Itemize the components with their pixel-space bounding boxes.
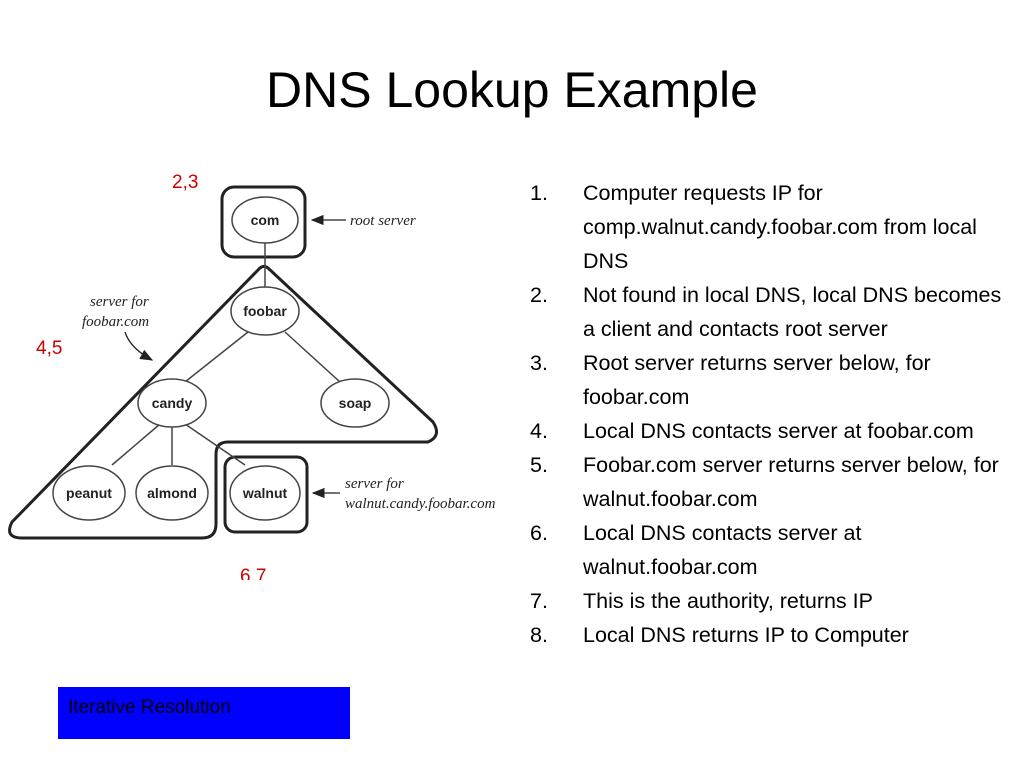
node-almond: almond bbox=[135, 465, 209, 521]
node-soap: soap bbox=[320, 378, 390, 428]
node-candy: candy bbox=[137, 378, 207, 428]
node-peanut: peanut bbox=[52, 465, 126, 521]
node-com: com bbox=[231, 196, 299, 244]
step-text: Computer requests IP for comp.walnut.can… bbox=[583, 181, 977, 273]
svg-text:peanut: peanut bbox=[66, 485, 112, 501]
step-item: 7. This is the authority, returns IP bbox=[530, 584, 1010, 618]
resolution-steps-list: 1. Computer requests IP for comp.walnut.c… bbox=[530, 176, 1010, 652]
dns-tree-diagram: com foobar candy soap peanut almond waln… bbox=[8, 172, 496, 580]
step-item: 6. Local DNS contacts server at walnut.fo… bbox=[530, 516, 1010, 584]
svg-text:soap: soap bbox=[339, 395, 372, 411]
step-item: 4. Local DNS contacts server at foobar.co… bbox=[530, 414, 1010, 448]
annotation-walnut-server: server for walnut.candy.foobar.com bbox=[311, 476, 496, 512]
step-item: 3. Root server returns server below, for … bbox=[530, 346, 1010, 414]
step-item: 1. Computer requests IP for comp.walnut.c… bbox=[530, 176, 1010, 278]
step-item: 8. Local DNS returns IP to Computer bbox=[530, 618, 1010, 652]
svg-text:almond: almond bbox=[147, 485, 197, 501]
node-walnut: walnut bbox=[229, 465, 301, 521]
iterative-resolution-badge: Iterative Resolution bbox=[58, 687, 350, 739]
step-text: Root server returns server below, for fo… bbox=[583, 351, 931, 409]
slide-title: DNS Lookup Example bbox=[266, 62, 758, 118]
marker-walnut-steps: 6,7 bbox=[240, 566, 266, 580]
annotation-root-server: root server bbox=[310, 213, 416, 229]
svg-text:com: com bbox=[251, 212, 280, 228]
step-text: Local DNS contacts server at walnut.foob… bbox=[583, 521, 862, 579]
svg-text:candy: candy bbox=[152, 395, 193, 411]
marker-root-steps: 2,3 bbox=[172, 172, 198, 193]
svg-text:server for: server for bbox=[345, 476, 404, 492]
annotation-foobar-server: server for foobar.com bbox=[82, 294, 154, 361]
svg-text:walnut: walnut bbox=[242, 485, 288, 501]
step-text: Not found in local DNS, local DNS become… bbox=[583, 283, 1002, 341]
svg-text:foobar: foobar bbox=[243, 303, 287, 319]
foobar-zone-outline bbox=[8, 264, 439, 540]
step-text: Local DNS contacts server at foobar.com bbox=[583, 419, 974, 443]
step-text: Local DNS returns IP to Computer bbox=[583, 623, 909, 647]
svg-text:foobar.com: foobar.com bbox=[82, 314, 149, 330]
step-number: 3. bbox=[530, 351, 548, 375]
step-number: 2. bbox=[530, 283, 548, 307]
step-number: 5. bbox=[530, 453, 548, 477]
step-text: Foobar.com server returns server below, … bbox=[583, 453, 999, 511]
marker-foobar-steps: 4,5 bbox=[36, 338, 62, 359]
svg-text:walnut.candy.foobar.com: walnut.candy.foobar.com bbox=[345, 496, 496, 512]
walnut-zone-box bbox=[223, 455, 309, 534]
step-number: 6. bbox=[530, 521, 548, 545]
svg-text:server for: server for bbox=[90, 294, 149, 310]
root-zone-box bbox=[220, 185, 307, 259]
step-item: 5. Foobar.com server returns server below… bbox=[530, 448, 1010, 516]
svg-text:root server: root server bbox=[350, 213, 416, 229]
step-text: This is the authority, returns IP bbox=[583, 589, 873, 613]
step-number: 7. bbox=[530, 589, 548, 613]
step-number: 1. bbox=[530, 181, 548, 205]
node-foobar: foobar bbox=[230, 286, 300, 336]
step-item: 2. Not found in local DNS, local DNS beco… bbox=[530, 278, 1010, 346]
step-number: 4. bbox=[530, 419, 548, 443]
tree-edges bbox=[111, 240, 341, 466]
step-number: 8. bbox=[530, 623, 548, 647]
